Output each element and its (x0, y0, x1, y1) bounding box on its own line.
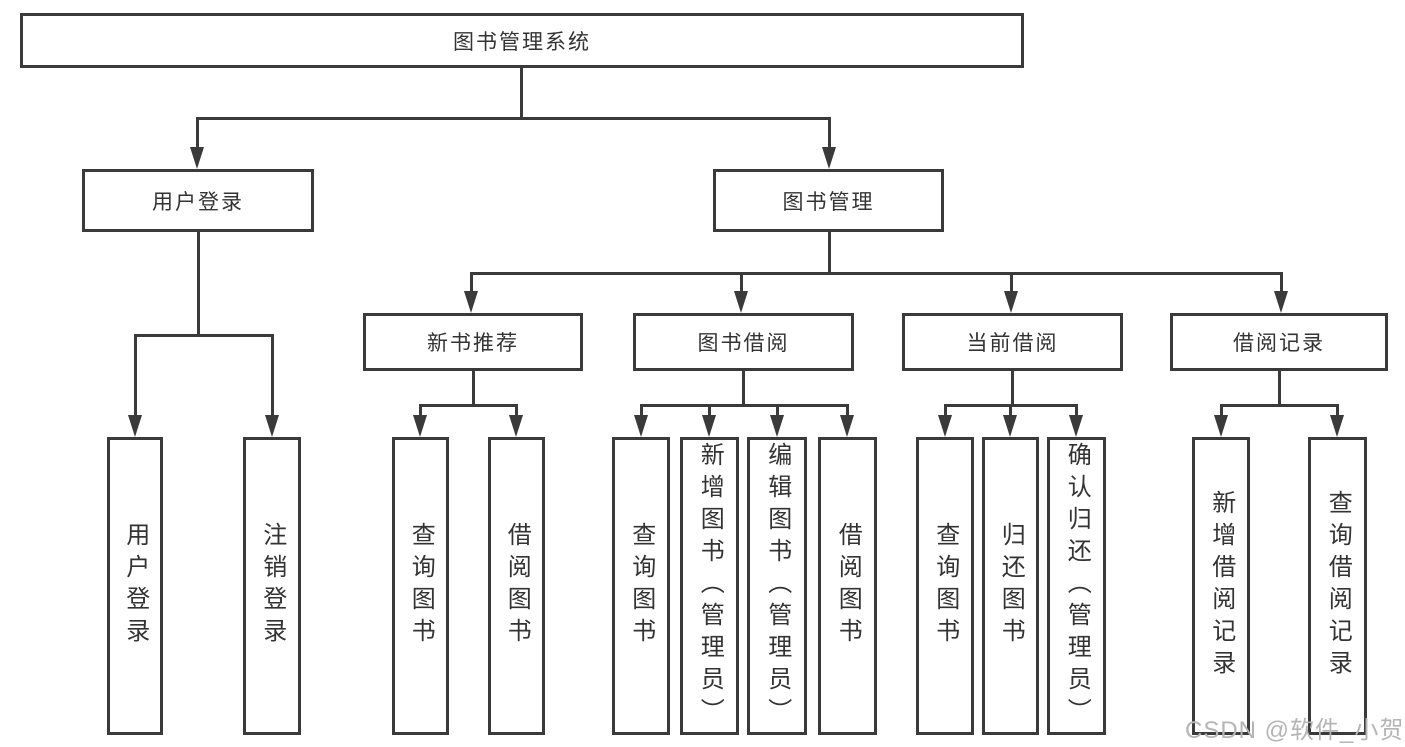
connector-drop (640, 404, 643, 417)
leaf-logout: 注销登录 (243, 437, 301, 735)
node-new-book-recommendation: 新书推荐 (363, 313, 583, 371)
arrowhead-icon (265, 415, 279, 437)
connector-drop (515, 404, 518, 417)
node-label: 查询图书 (931, 522, 959, 650)
leaf-add-borrow-record: 新增借阅记录 (1192, 437, 1250, 735)
leaf-query-books-current: 查询图书 (916, 437, 974, 735)
leaf-query-books-recommend: 查询图书 (392, 437, 449, 735)
arrowhead-icon (1214, 415, 1228, 437)
arrowhead-icon (1330, 415, 1344, 437)
connector-drop (470, 272, 473, 294)
connector-rail (419, 404, 518, 407)
arrowhead-icon (413, 415, 427, 437)
arrowhead-icon (1004, 291, 1018, 313)
node-book-management: 图书管理 (713, 169, 944, 232)
node-label: 借阅记录 (1233, 332, 1325, 355)
node-label: 借阅图书 (834, 522, 862, 650)
node-label: 新增借阅记录 (1207, 490, 1235, 682)
arrowhead-icon (509, 415, 523, 437)
connector-drop (740, 272, 743, 294)
arrowhead-icon (634, 415, 648, 437)
arrowhead-icon (464, 291, 478, 313)
connector-level3-rail (470, 272, 1283, 275)
arrowhead-icon (128, 415, 142, 437)
leaf-borrow-books-recommend: 借阅图书 (488, 437, 545, 735)
arrowhead-icon (702, 415, 716, 437)
connector-drop (1220, 404, 1223, 417)
node-root-system: 图书管理系统 (20, 13, 1024, 68)
leaf-edit-books-admin: 编辑图书（管理员） (747, 437, 807, 735)
node-label: 新书推荐 (427, 332, 519, 355)
connector-rail (640, 404, 849, 407)
connector-drop (1336, 404, 1339, 417)
leaf-borrow-books-borrowing: 借阅图书 (818, 437, 877, 735)
arrowhead-icon (1274, 291, 1288, 313)
node-label: 编辑图书（管理员） (763, 442, 791, 730)
connector-drop (134, 334, 137, 417)
connector-level2-rail (196, 117, 831, 120)
connector-stem (1011, 371, 1014, 406)
connector-book-mgmt-stem (828, 232, 831, 274)
leaf-add-books-admin: 新增图书（管理员） (680, 437, 739, 735)
leaf-query-books-borrowing: 查询图书 (612, 437, 670, 735)
arrowhead-icon (734, 291, 748, 313)
connector-drop (1075, 404, 1078, 417)
node-label: 借阅图书 (503, 522, 531, 650)
node-current-borrowing: 当前借阅 (902, 313, 1123, 371)
arrowhead-icon (938, 415, 952, 437)
node-book-borrowing: 图书借阅 (633, 313, 854, 371)
leaf-confirm-return-admin: 确认归还（管理员） (1047, 437, 1106, 735)
connector-stem (1278, 371, 1281, 406)
arrowhead-icon (822, 147, 836, 169)
node-label: 图书借阅 (697, 332, 790, 355)
arrowhead-icon (1069, 415, 1083, 437)
node-label: 确认归还（管理员） (1063, 442, 1091, 730)
arrowhead-icon (190, 147, 204, 169)
connector-drop (271, 334, 274, 417)
leaf-return-books: 归还图书 (982, 437, 1039, 735)
arrowhead-icon (1003, 415, 1017, 437)
node-label: 查询图书 (407, 522, 435, 650)
node-label: 当前借阅 (966, 332, 1059, 355)
node-label: 图书管理 (782, 190, 875, 214)
connector-drop (419, 404, 422, 417)
connector-root-stem (520, 68, 523, 118)
connector-rail (134, 334, 274, 337)
node-label: 查询借阅记录 (1324, 490, 1352, 682)
connector-drop (196, 117, 199, 150)
node-label: 用户登录 (152, 190, 244, 214)
node-label: 用户登录 (121, 522, 149, 650)
connector-drop (1009, 404, 1012, 417)
connector-stem (472, 371, 475, 406)
connector-drop (776, 404, 779, 417)
node-borrowing-records: 借阅记录 (1170, 313, 1388, 371)
arrowhead-icon (840, 415, 854, 437)
connector-stem (742, 371, 745, 406)
leaf-query-borrow-record: 查询借阅记录 (1308, 437, 1367, 735)
node-label: 新增图书（管理员） (696, 442, 724, 730)
connector-drop (846, 404, 849, 417)
connector-rail (1220, 404, 1339, 407)
node-label: 注销登录 (258, 522, 286, 650)
connector-drop (1010, 272, 1013, 294)
connector-drop (828, 117, 831, 150)
leaf-user-login: 用户登录 (107, 437, 163, 735)
node-label: 图书管理系统 (453, 30, 591, 54)
node-label: 归还图书 (997, 522, 1025, 650)
connector-drop (1280, 272, 1283, 294)
node-label: 查询图书 (627, 522, 655, 650)
connector-user-login-stem (197, 232, 200, 336)
connector-drop (708, 404, 711, 417)
node-user-login: 用户登录 (82, 169, 314, 232)
csdn-watermark: CSDN @软件_小贺同学 (1185, 717, 1405, 744)
arrowhead-icon (770, 415, 784, 437)
connector-drop (944, 404, 947, 417)
